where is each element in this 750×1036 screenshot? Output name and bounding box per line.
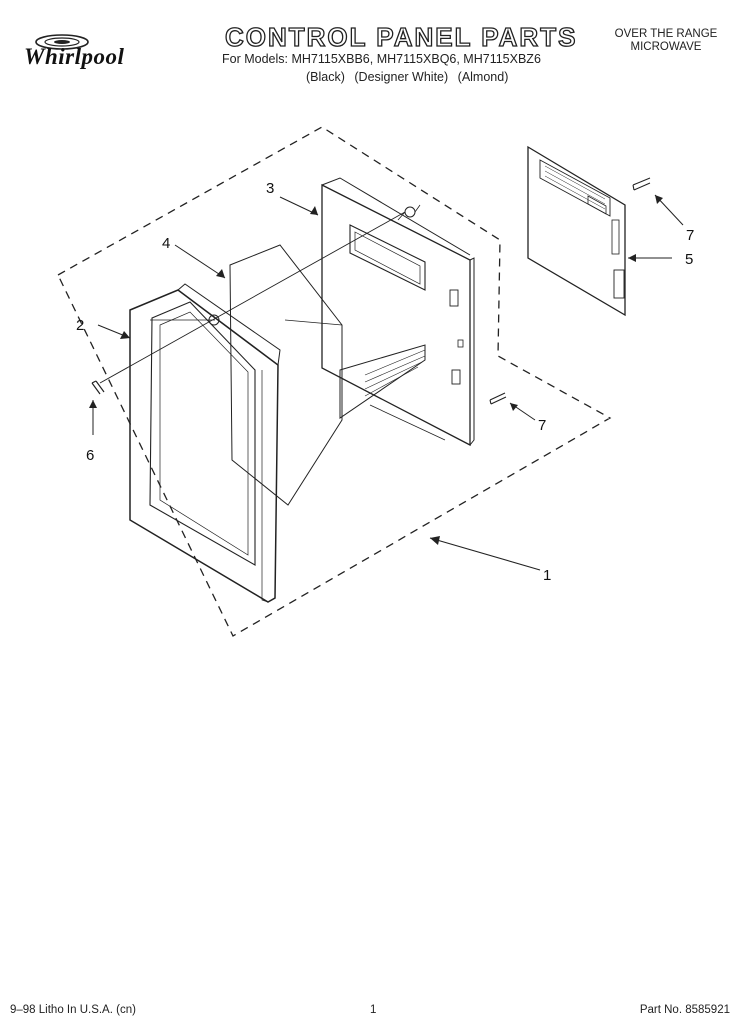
page-title: CONTROL PANEL PARTS xyxy=(224,21,578,52)
appliance-category: OVER THE RANGE MICROWAVE xyxy=(606,28,726,54)
category-line-1: OVER THE RANGE xyxy=(614,28,718,40)
callout-2: 2 xyxy=(76,317,84,334)
part-number: Part No. 8585921 xyxy=(639,1004,730,1016)
screw-7-upper xyxy=(632,177,651,191)
part-5-circuit-board xyxy=(527,145,626,317)
screw-7-lower xyxy=(489,392,507,405)
color-variant-black: (Black) xyxy=(306,70,345,84)
model-numbers: For Models: MH7115XBB6, MH7115XBQ6, MH71… xyxy=(222,52,541,66)
page-number: 1 xyxy=(370,1004,377,1016)
part-3-control-panel xyxy=(321,183,471,447)
callout-7-upper: 7 xyxy=(686,227,694,244)
callout-1: 1 xyxy=(543,567,551,584)
print-info: 9–98 Litho In U.S.A. (cn) xyxy=(10,1004,136,1016)
color-variant-almond: (Almond) xyxy=(457,70,509,84)
whirlpool-logo-icon xyxy=(35,34,89,50)
callout-7-lower: 7 xyxy=(538,417,546,434)
part-3-display-window xyxy=(349,224,426,291)
part-4-film xyxy=(229,244,343,506)
callout-5: 5 xyxy=(685,251,693,268)
category-line-2: MICROWAVE xyxy=(630,41,702,53)
assembly-boundary xyxy=(57,126,612,637)
callout-6: 6 xyxy=(86,447,94,464)
screw-6 xyxy=(91,380,105,395)
callout-3: 3 xyxy=(266,180,274,197)
brand-name: Whirlpool xyxy=(24,44,125,69)
part-3-ribbon xyxy=(339,344,426,419)
color-variant-white: (Designer White) xyxy=(354,70,449,84)
callout-4: 4 xyxy=(162,235,170,252)
color-variants: (Black) (Designer White) (Almond) xyxy=(306,70,514,84)
